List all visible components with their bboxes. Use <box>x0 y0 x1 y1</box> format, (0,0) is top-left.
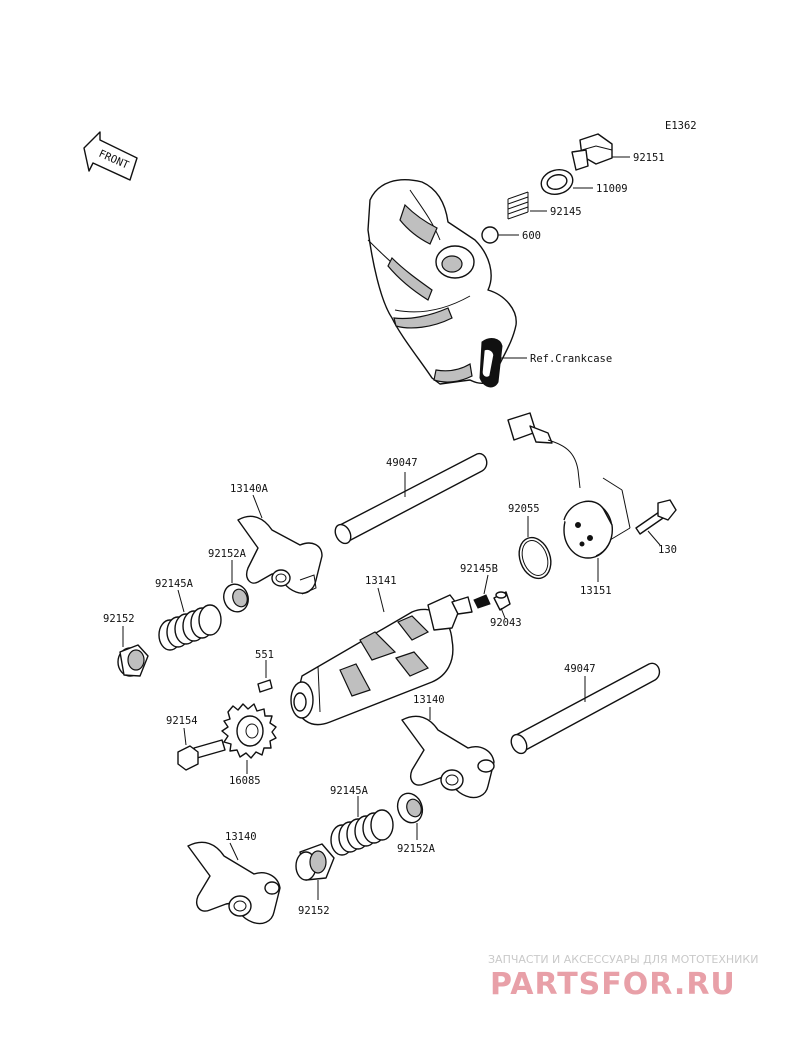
part-label-49047-top: 49047 <box>386 457 418 469</box>
part-label-13140-bottom: 13140 <box>225 831 257 843</box>
ball-600 <box>481 226 499 244</box>
washer-92152-left <box>117 644 149 677</box>
part-label-16085: 16085 <box>229 775 261 787</box>
part-label-49047-bottom: 49047 <box>564 663 596 675</box>
part-label-92151: 92151 <box>633 152 665 164</box>
shaft-49047-bottom <box>510 662 661 755</box>
crankcase-reference <box>367 179 517 388</box>
spring-92145a-bottom <box>330 809 394 856</box>
bolt-130 <box>635 499 677 535</box>
watermark-tagline: ЗАПЧАСТИ И АКСЕССУАРЫ ДЛЯ МОТОТЕХНИКИ <box>488 953 758 966</box>
gear-16085 <box>221 703 277 759</box>
part-label-13151: 13151 <box>580 585 612 597</box>
washer-92152-bottom <box>295 843 335 881</box>
o-ring-92055 <box>518 536 552 580</box>
ref-crankcase-label: Ref.Crankcase <box>530 353 612 365</box>
washer-92152a-bottom <box>396 792 424 824</box>
part-label-92145a-top: 92145A <box>155 578 194 590</box>
pin-92043 <box>493 591 511 611</box>
part-label-92152-bottom: 92152 <box>298 905 330 917</box>
diagram-code: E1362 <box>665 120 697 132</box>
part-label-92043: 92043 <box>490 617 522 629</box>
part-label-551: 551 <box>255 649 274 661</box>
shift-fork-13140a <box>237 515 323 595</box>
part-label-92055: 92055 <box>508 503 540 515</box>
washer-11009 <box>540 168 574 196</box>
watermark-logo: PARTSFOR.RU <box>490 967 736 1002</box>
part-label-13141: 13141 <box>365 575 397 587</box>
part-label-13140a: 13140A <box>230 483 269 495</box>
bolt-92154 <box>177 739 226 771</box>
washer-92152a-top <box>223 583 249 613</box>
part-label-600: 600 <box>522 230 541 242</box>
part-label-92152-left: 92152 <box>103 613 135 625</box>
sensor-13151 <box>507 412 631 559</box>
spring-92145b <box>473 594 491 609</box>
part-label-11009: 11009 <box>596 183 628 195</box>
dowel-pin-551 <box>257 679 273 693</box>
front-arrow-icon: FRONT <box>83 131 138 181</box>
part-label-92145b: 92145B <box>460 563 498 575</box>
part-label-92145: 92145 <box>550 206 582 218</box>
shift-fork-13140-bottom <box>187 841 281 925</box>
part-label-130: 130 <box>658 544 677 556</box>
shift-fork-13140-mid <box>401 715 495 799</box>
part-label-92152a-top: 92152A <box>208 548 247 560</box>
part-label-13140-mid: 13140 <box>413 694 445 706</box>
part-label-92152a-bottom: 92152A <box>397 843 436 855</box>
part-label-92145a-bottom: 92145A <box>330 785 369 797</box>
bolt-92151 <box>571 133 613 171</box>
shift-drum-13141 <box>290 594 473 726</box>
part-label-92154: 92154 <box>166 715 198 727</box>
spring-92145 <box>507 191 529 220</box>
spring-92145a-top <box>158 604 222 651</box>
shaft-49047-top <box>334 452 488 545</box>
